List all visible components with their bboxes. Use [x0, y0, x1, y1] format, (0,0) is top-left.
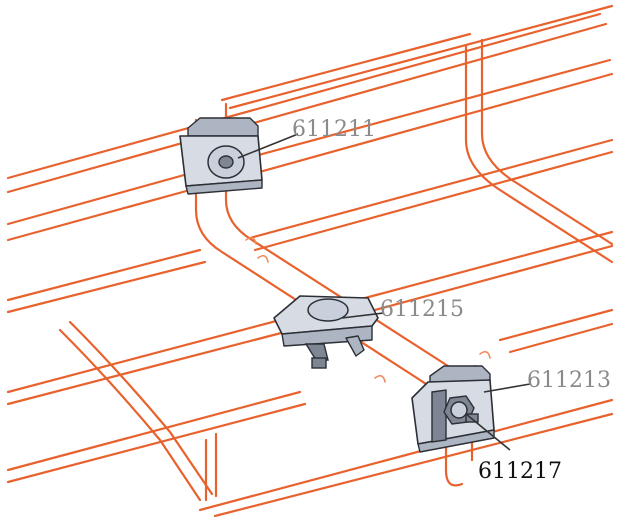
leader-lines [237, 133, 531, 451]
wire-tray [6, 4, 614, 517]
clamp-611211 [179, 117, 263, 195]
callout-611217: 611217 [478, 459, 562, 484]
clamp-611215 [273, 295, 379, 369]
callout-611211: 611211 [292, 117, 376, 142]
callout-611213: 611213 [527, 368, 611, 393]
callout-611215: 611215 [380, 297, 464, 322]
